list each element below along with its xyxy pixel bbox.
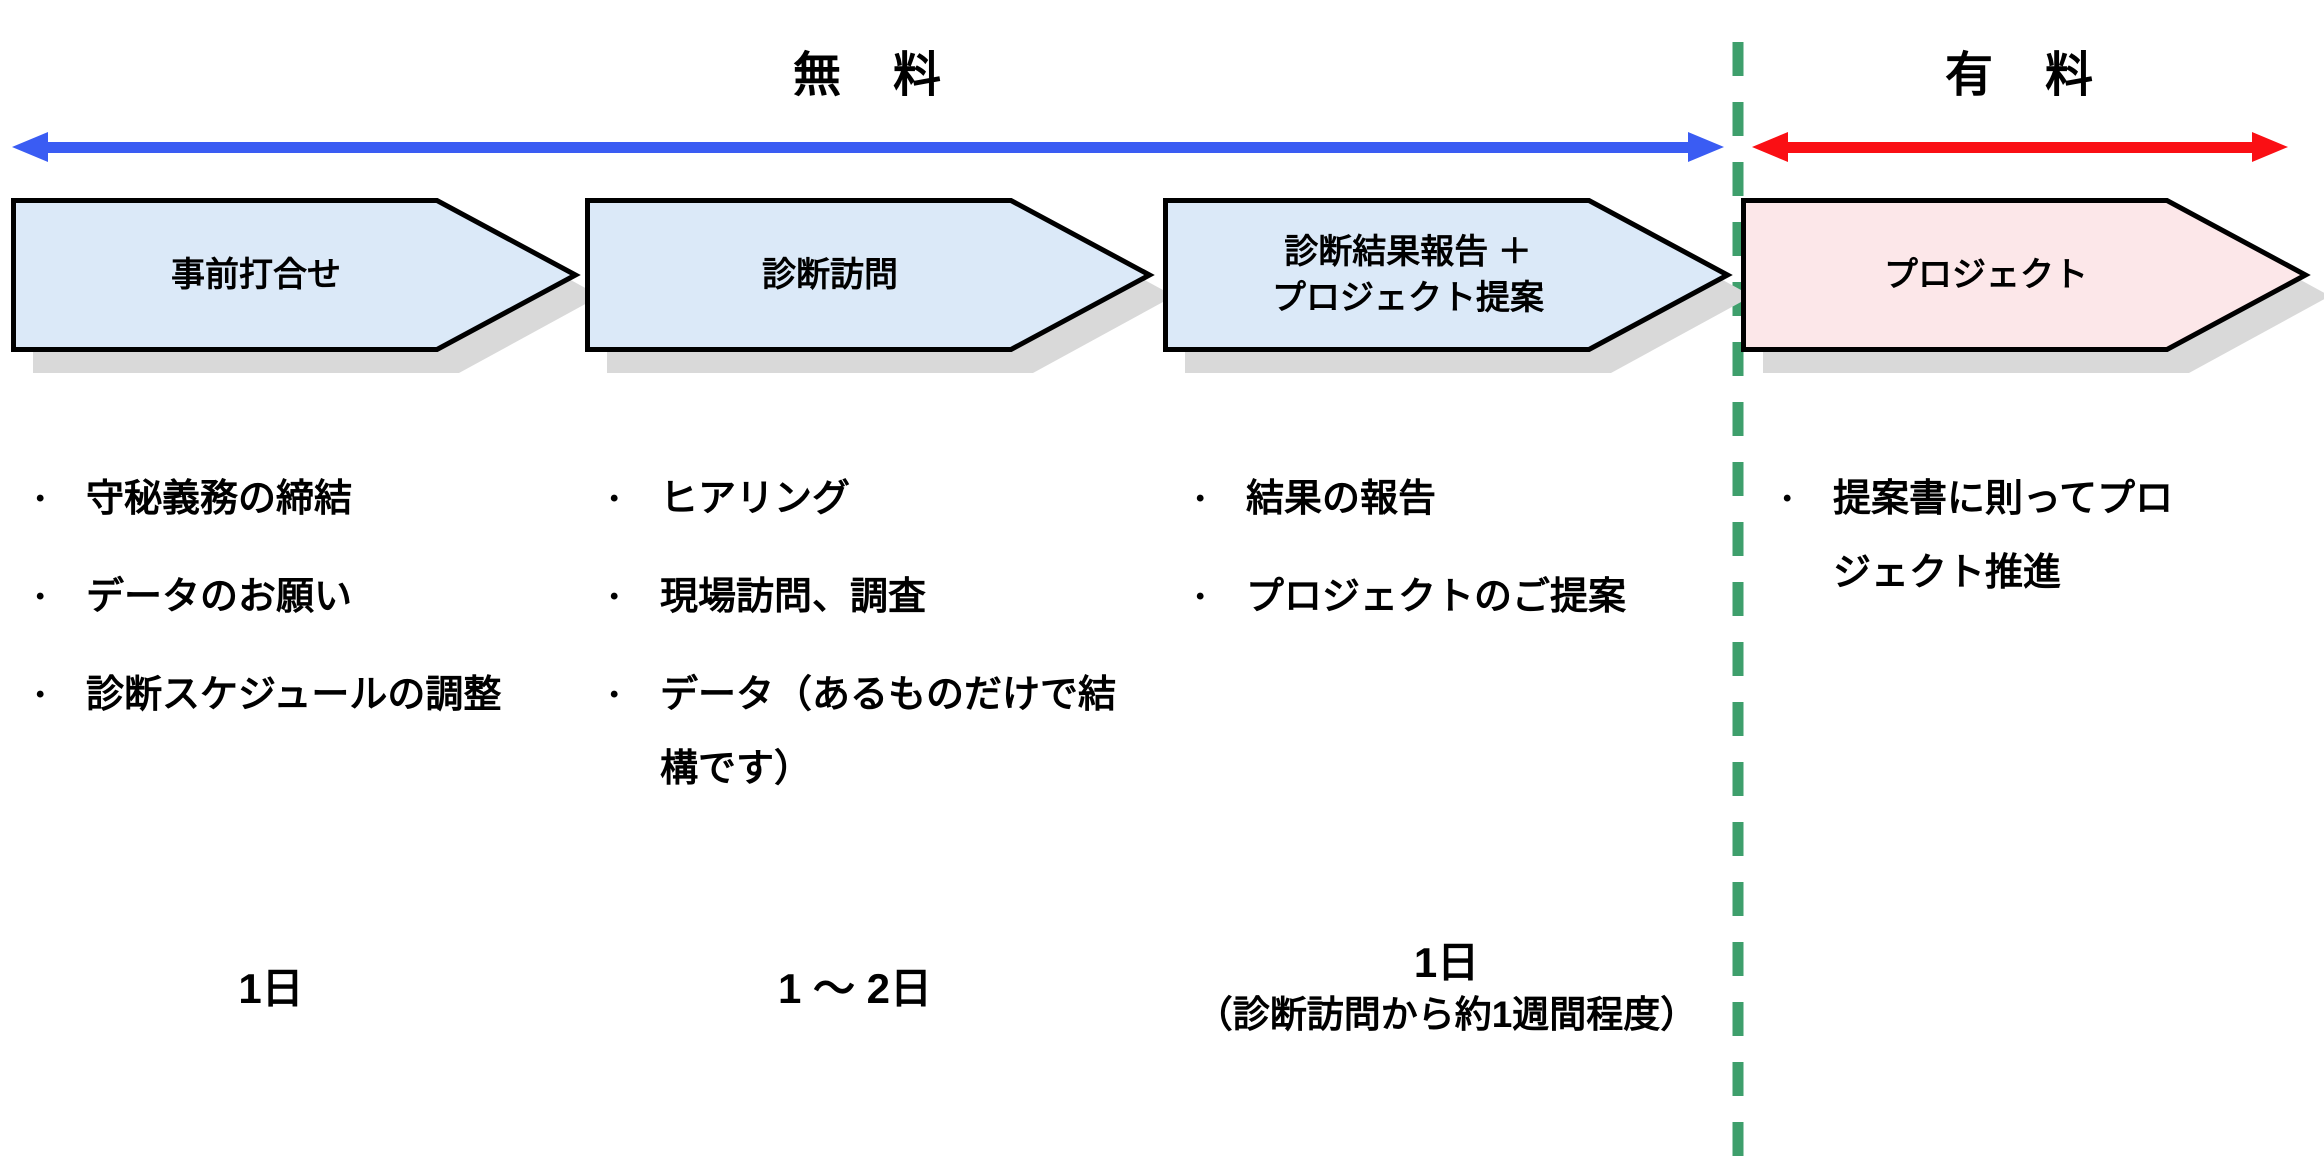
bullet-icon: • [610,485,619,512]
note-text: ヒアリング [660,478,851,520]
arrow-left-head-icon [12,132,48,162]
stage-shape [1741,198,2311,352]
stage-arrow-diagnosis-visit: 診断訪問 [585,198,1177,378]
list-item: • 守秘義務の締結 [30,462,600,536]
bullet-icon: • [610,681,619,708]
notes-list-pre-meeting: • 守秘義務の締結 • データのお願い • 診断スケジュールの調整 [30,462,600,756]
note-text: 結果の報告 [1246,478,1437,520]
duration-stage-result-report: 1日 （診断訪問から約1週間程度） [1163,936,1730,1040]
duration-stage-pre-meeting: 1日 [11,962,531,1016]
list-item: • ヒアリング [604,462,1124,536]
stage-arrow-project: プロジェクト [1741,198,2324,378]
stage-label: 事前打合せ [11,198,501,352]
duration-text: 1 ～ 2日 [777,965,933,1012]
note-text: 提案書に則ってプロジェクト推進 [1833,478,2174,594]
list-item: • 結果の報告 [1190,462,1740,536]
arrow-right-head-icon [1688,132,1724,162]
list-item: • 現場訪問、調査 [604,560,1124,634]
stage-label: 診断訪問 [585,198,1075,352]
stage-label-line: 診断結果報告 ＋ [1284,233,1532,271]
duration-text: 1日 [1413,939,1480,986]
note-text: 診断スケジュールの調整 [86,674,502,716]
stage-label-line: プロジェクト提案 [1272,279,1544,317]
list-item: • プロジェクトのご提案 [1190,560,1740,634]
note-text: プロジェクトのご提案 [1246,576,1627,618]
list-item: • データ（あるものだけで結構です） [604,658,1124,806]
paid-phase-arrow [1752,132,2288,162]
free-phase-title: 無 料 [792,49,943,102]
notes-list-diagnosis-visit: • ヒアリング • 現場訪問、調査 • データ（あるものだけで結構です） [604,462,1124,830]
list-item: • 診断スケジュールの調整 [30,658,600,732]
arrow-bar [48,141,1688,153]
notes-list-result-report: • 結果の報告 • プロジェクトのご提案 [1190,462,1740,658]
stage-label-line: プロジェクト [1884,256,2088,294]
note-text: 守秘義務の締結 [86,478,353,520]
bullet-icon: • [1783,485,1792,512]
free-paid-divider-line [1732,42,1744,1164]
stage-shape [11,198,581,352]
notes-list-project: • 提案書に則ってプロジェクト推進 [1777,462,2177,634]
arrow-bar [1788,141,2252,153]
arrow-left-head-icon [1752,132,1788,162]
note-text: データのお願い [86,576,353,618]
stage-label: 診断結果報告 ＋ プロジェクト提案 [1163,198,1653,352]
list-item: • データのお願い [30,560,600,634]
duration-text: 1日 [238,965,304,1012]
arrow-right-head-icon [2252,132,2288,162]
list-item: • 提案書に則ってプロジェクト推進 [1777,462,2177,610]
bullet-icon: • [1196,583,1205,610]
bullet-icon: • [36,681,45,708]
stage-shape [1163,198,1733,352]
paid-phase-title: 有 料 [1944,49,2095,102]
stage-arrow-pre-meeting: 事前打合せ [11,198,603,378]
duration-stage-diagnosis-visit: 1 ～ 2日 [585,962,1125,1016]
stage-arrow-result-report: 診断結果報告 ＋ プロジェクト提案 [1163,198,1755,378]
stage-shape [585,198,1155,352]
bullet-icon: • [610,583,619,610]
duration-note-text: （診断訪問から約1週間程度） [1195,994,1698,1035]
bullet-icon: • [36,485,45,512]
note-text: データ（あるものだけで結構です） [660,674,1117,790]
free-phase-arrow [12,132,1724,162]
bullet-icon: • [36,583,45,610]
stage-label-line: 事前打合せ [171,256,341,294]
stage-label: プロジェクト [1741,198,2231,352]
bullet-icon: • [1196,485,1205,512]
stage-label-line: 診断訪問 [762,256,898,294]
note-text: 現場訪問、調査 [660,576,927,618]
